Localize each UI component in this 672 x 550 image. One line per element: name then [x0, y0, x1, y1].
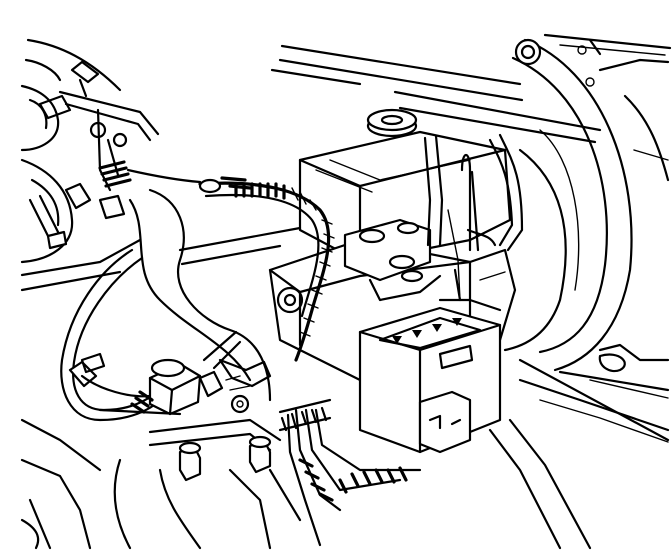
lower-right-frame	[488, 378, 670, 550]
upper-frame-rail	[270, 33, 672, 144]
lower-harness-bundle	[278, 398, 422, 547]
control-module-box	[358, 306, 502, 454]
brake-lines	[423, 133, 524, 302]
brake-booster	[503, 38, 670, 442]
wiring-harness-loom	[198, 176, 335, 362]
engine-block-left	[20, 38, 202, 292]
diagonal-bracket	[128, 188, 302, 402]
lower-mount-bracket	[20, 418, 302, 550]
sensor-cable-and-connector	[60, 248, 272, 422]
master-cylinder-reservoir	[298, 108, 512, 264]
